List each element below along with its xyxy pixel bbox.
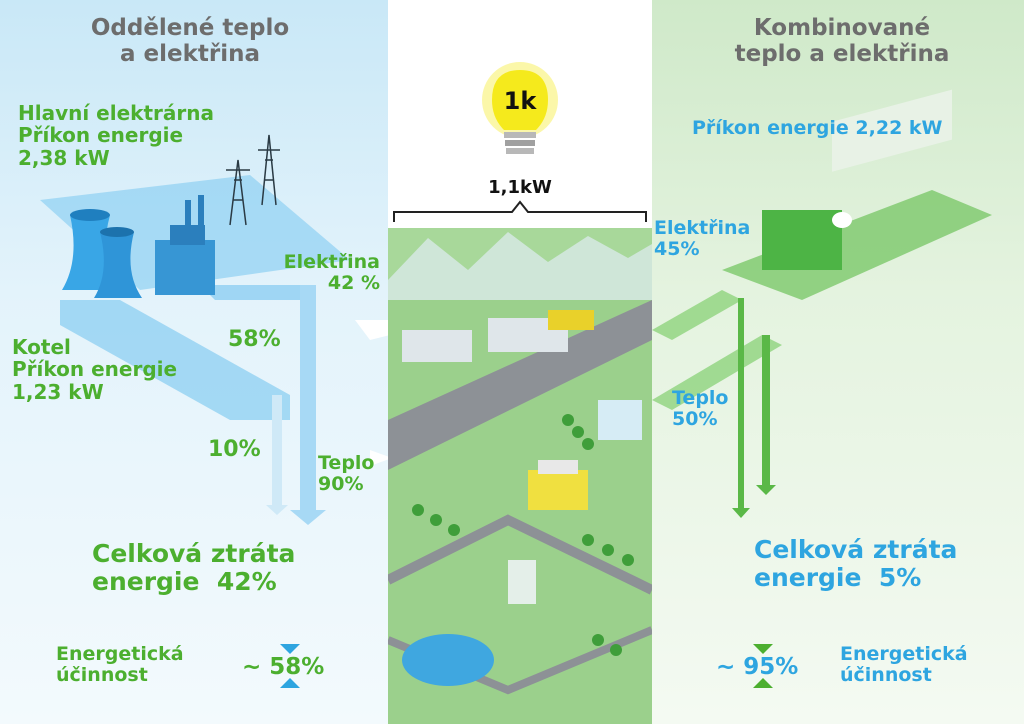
chp-engine-icon	[762, 210, 842, 270]
electricity-label: Elektřina	[283, 251, 380, 273]
greenhouse	[598, 400, 642, 440]
combined-title: Kombinované teplo a elektřina	[702, 15, 982, 68]
chp-heat-pipe	[652, 335, 782, 410]
factory-building	[528, 470, 588, 510]
electricity-output-label: Elektřina 42 %	[260, 251, 380, 295]
boiler-title: Kotel	[12, 335, 71, 359]
chp-electricity-pct: 45%	[654, 238, 700, 261]
chp-electricity-title: Elektřina	[654, 217, 751, 239]
chp-heat-label: Teplo 50%	[672, 387, 729, 431]
separate-title: Oddělené teplo a elektřina	[60, 15, 320, 68]
heat-output-label: Teplo 90%	[318, 452, 375, 496]
separate-loss-line2: energie	[92, 567, 200, 596]
separate-panel: Oddělené teplo a elektřina Hlavní elektr…	[0, 0, 388, 724]
power-plant-icon	[155, 240, 215, 295]
power-pylon-icon	[226, 134, 280, 226]
combined-loss-line1: Celková ztráta	[754, 535, 958, 564]
chp-input-label: Příkon energie 2,22 kW	[692, 117, 943, 139]
combined-flow-diagram	[652, 89, 992, 518]
pct-10-label: 10%	[208, 437, 261, 462]
separate-eff-line1: Energetická	[56, 643, 184, 665]
combined-title-line1: Kombinované	[753, 15, 931, 41]
electricity-pct: 42 %	[327, 272, 380, 295]
main-plant-input-value: 2,38 kW	[18, 145, 110, 170]
boiler-input-value: 1,23 kW	[12, 379, 104, 404]
main-plant-label: Hlavní elektrárna Příkon energie 2,38 kW	[18, 101, 214, 170]
combined-loss-value: 5%	[878, 563, 922, 592]
combined-eff-line2: účinnost	[840, 664, 932, 687]
heat-pct: 90%	[318, 473, 364, 496]
heat-label: Teplo	[318, 452, 375, 474]
main-plant-input-label: Příkon energie	[18, 123, 184, 148]
cooling-tower-icon	[94, 232, 142, 298]
chp-electricity-label: Elektřina 45%	[654, 217, 751, 261]
separate-title-line1: Oddělené teplo	[90, 15, 290, 41]
combined-efficiency-label: Energetická účinnost	[840, 643, 968, 687]
boiler-input-label: Příkon energie	[12, 357, 178, 382]
consumer-panel: 1k 1,1kW	[388, 0, 652, 724]
combined-panel: Kombinované teplo a elektřina Příkon ene…	[652, 0, 1024, 724]
separate-flow-diagram	[40, 134, 388, 525]
separate-efficiency-value: ~ 58%	[242, 654, 325, 680]
boiler-pipe	[60, 300, 290, 420]
combined-eff-line1: Energetická	[840, 643, 968, 665]
residential-building	[508, 560, 536, 604]
separate-efficiency-label: Energetická účinnost	[56, 643, 184, 687]
combined-total-loss: Celková ztráta energie 5%	[754, 536, 957, 592]
efficiency-marker-icon	[753, 644, 773, 688]
combined-efficiency-value: ~ 95%	[716, 654, 799, 680]
heat-out-arrow	[370, 450, 388, 466]
heat-arrow	[290, 510, 326, 525]
separate-title-line2: a elektřina	[119, 40, 261, 67]
boiler-label: Kotel Příkon energie 1,23 kW	[12, 335, 178, 404]
chp-platform	[722, 190, 992, 300]
pond	[402, 634, 494, 686]
light-bulb-icon	[492, 70, 548, 130]
loss-pipe	[272, 395, 282, 505]
airport-terminal	[402, 330, 472, 362]
separate-loss-value: 42%	[216, 567, 277, 596]
combined-title-line2: teplo a elektřina	[734, 40, 950, 67]
main-plant-title: Hlavní elektrárna	[18, 101, 214, 125]
pct-58-label: 58%	[228, 327, 281, 352]
loss-arrow	[732, 508, 750, 518]
bulb-label: 1k	[503, 87, 537, 115]
city-illustration	[388, 62, 652, 724]
chp-heat-pct: 50%	[672, 408, 718, 431]
separate-total-loss: Celková ztráta energie 42%	[92, 540, 295, 596]
loss-arrow	[266, 505, 288, 515]
demand-value: 1,1kW	[488, 177, 552, 198]
separate-loss-line1: Celková ztráta	[92, 539, 296, 568]
runway	[388, 300, 652, 470]
electricity-arrow	[355, 320, 388, 340]
electricity-pipe	[200, 285, 310, 300]
efficiency-marker-icon	[280, 644, 300, 688]
chp-electricity-pipe	[652, 290, 742, 340]
heat-pipe	[300, 285, 316, 510]
separate-eff-line2: účinnost	[56, 664, 148, 687]
demand-brace	[393, 200, 647, 222]
combined-loss-line2: energie	[754, 563, 862, 592]
chp-heat-title: Teplo	[672, 387, 729, 409]
